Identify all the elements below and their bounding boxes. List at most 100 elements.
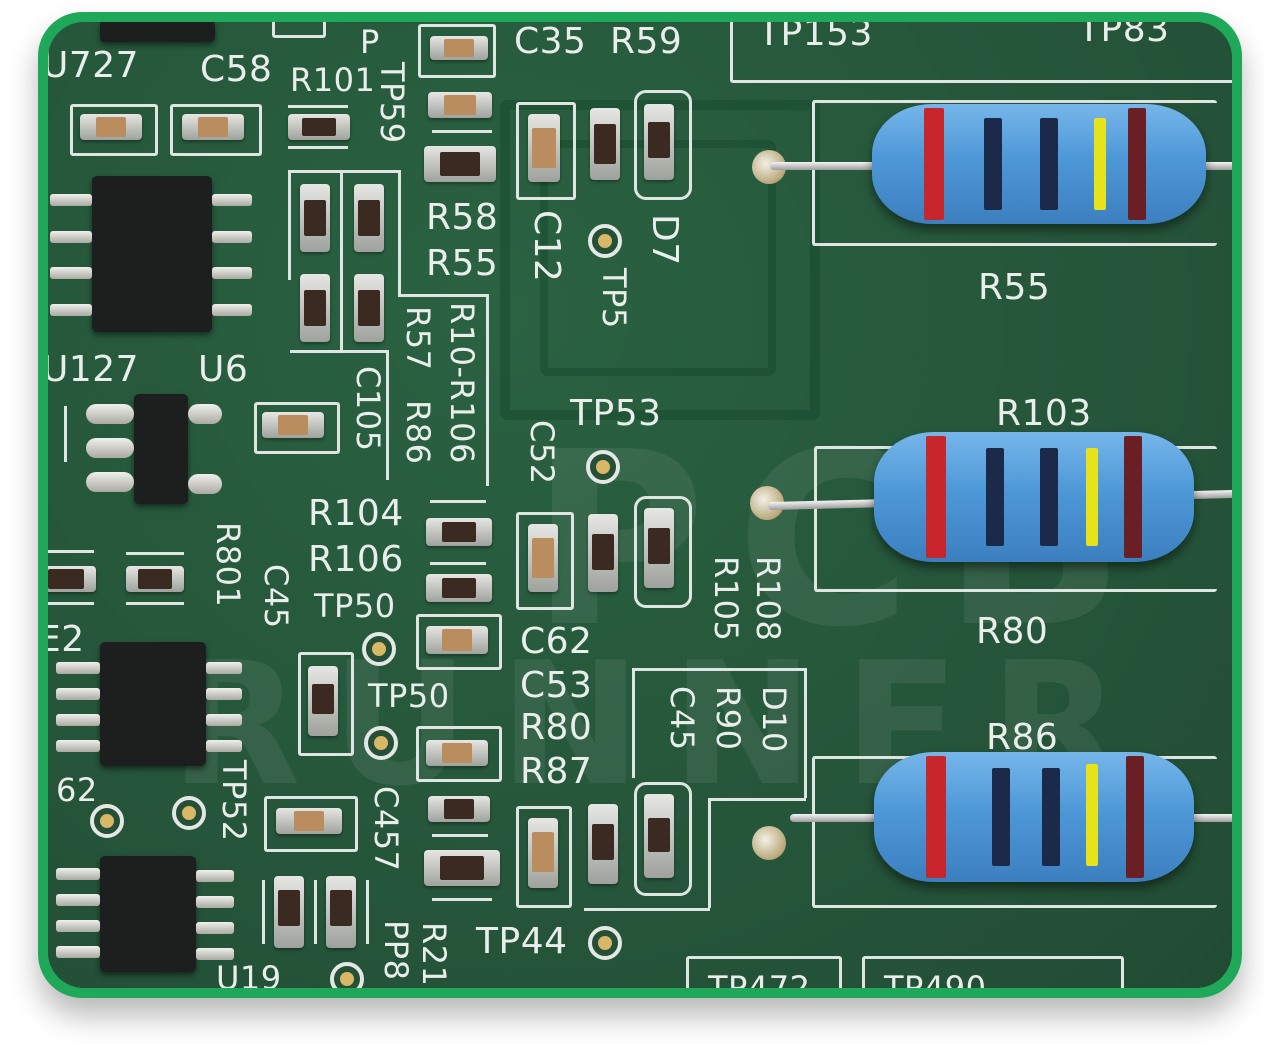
outline-c52 (516, 512, 574, 610)
band-4 (1094, 118, 1106, 210)
ic-pin (56, 662, 100, 674)
silk-line (708, 798, 806, 801)
ic-pin (56, 946, 100, 958)
ic-pin (196, 922, 234, 934)
resistor-r86 (874, 752, 1194, 882)
label-u727: U727 (48, 45, 140, 86)
label-r57: R57 (399, 306, 437, 371)
smd-resistor (354, 184, 384, 252)
silk-line (632, 668, 635, 778)
silk-line (262, 880, 265, 944)
outline-c35 (418, 24, 496, 78)
ic-pin (196, 870, 234, 882)
band-2 (984, 118, 1002, 210)
label-tp44: TP44 (476, 921, 568, 962)
via-r86 (752, 826, 786, 860)
label-tp50-b: TP50 (368, 677, 450, 715)
label-tp5: TP5 (595, 268, 633, 329)
smd-capacitor (426, 626, 488, 654)
ic-pin (206, 740, 242, 752)
ic-pin (56, 714, 100, 726)
band-3 (1040, 118, 1058, 210)
outline-d7 (634, 90, 692, 200)
ic-top-partial (100, 22, 215, 42)
label-tp52: TP52 (215, 760, 253, 842)
label-62: 62 (56, 771, 98, 809)
label-d10: D10 (755, 686, 793, 753)
smd-resistor (300, 184, 330, 252)
smd-resistor-r801 (126, 566, 184, 592)
ic-pin (86, 438, 134, 458)
label-r801: R801 (209, 522, 247, 608)
test-point (330, 962, 364, 988)
label-tp490: TP490 (884, 969, 987, 988)
label-r104: R104 (308, 493, 404, 534)
silk-line (432, 898, 492, 901)
outline-c457 (264, 796, 358, 852)
label-r86-small: R86 (399, 400, 437, 465)
label-c58: C58 (200, 49, 273, 90)
ic-pin (196, 948, 234, 960)
smd-resistor (274, 876, 304, 948)
silk-line (366, 880, 369, 944)
label-u6: U6 (198, 349, 249, 390)
outline-tp490 (862, 956, 1124, 988)
label-r10-r106: R10-R106 (443, 302, 481, 464)
label-r103: R103 (996, 393, 1092, 434)
band-1 (926, 436, 946, 558)
label-c62: C62 (520, 621, 593, 662)
outline-cap-vertical (516, 806, 572, 908)
silk-line (48, 602, 94, 605)
ic-pin (196, 896, 234, 908)
ic-pin (206, 662, 242, 674)
test-point-tp44 (588, 926, 622, 960)
band-1 (924, 108, 944, 220)
label-u19: U19 (216, 959, 282, 988)
outline-tp472 (686, 956, 842, 988)
silk-line (386, 350, 389, 480)
smd-resistor (288, 114, 350, 140)
label-u127: U127 (48, 349, 140, 390)
smd-capacitor (426, 740, 488, 766)
smd-capacitor (80, 114, 142, 140)
ic-soic8-middle (100, 642, 206, 766)
smd-resistor (354, 274, 384, 342)
ic-pin (56, 920, 100, 932)
ic-pin (188, 474, 222, 494)
silk-line (430, 500, 486, 503)
silk-line (48, 550, 94, 553)
smd-capacitor-c457 (276, 808, 342, 834)
smd-capacitor-c12 (528, 114, 560, 182)
label-c52: C52 (523, 420, 561, 485)
label-tp59: TP59 (373, 62, 411, 144)
ic-pin (212, 304, 252, 316)
ic-pin (56, 740, 100, 752)
test-point-tp5 (588, 224, 622, 258)
label-c45-left: C45 (257, 564, 295, 629)
band-3 (1040, 448, 1058, 546)
outline-cap (416, 614, 502, 670)
label-tp53: TP53 (570, 393, 662, 434)
label-tp153: TP153 (758, 22, 873, 54)
silk-line (432, 130, 492, 133)
resistor-r103 (874, 432, 1194, 562)
smd-resistor-r104 (426, 518, 492, 546)
silk-line (398, 294, 486, 297)
band-5 (1128, 108, 1146, 220)
label-c45: C45 (663, 686, 701, 751)
label-r21: R21 (415, 922, 453, 987)
label-r55-small: R55 (426, 243, 499, 284)
band-2 (986, 448, 1004, 546)
label-r55-resistor: R55 (978, 267, 1051, 308)
resistor-r55 (872, 104, 1206, 224)
outline-tp153 (730, 22, 1232, 83)
label-e2-fragment: E2 (48, 619, 85, 660)
ic-pin (86, 472, 134, 492)
smd-resistor (48, 566, 96, 592)
silk-line (430, 562, 486, 565)
ic-pin (56, 894, 100, 906)
label-r58: R58 (426, 197, 499, 238)
label-r90: R90 (709, 686, 747, 751)
silk-line (288, 146, 348, 149)
smd-diode-d7 (644, 104, 674, 180)
